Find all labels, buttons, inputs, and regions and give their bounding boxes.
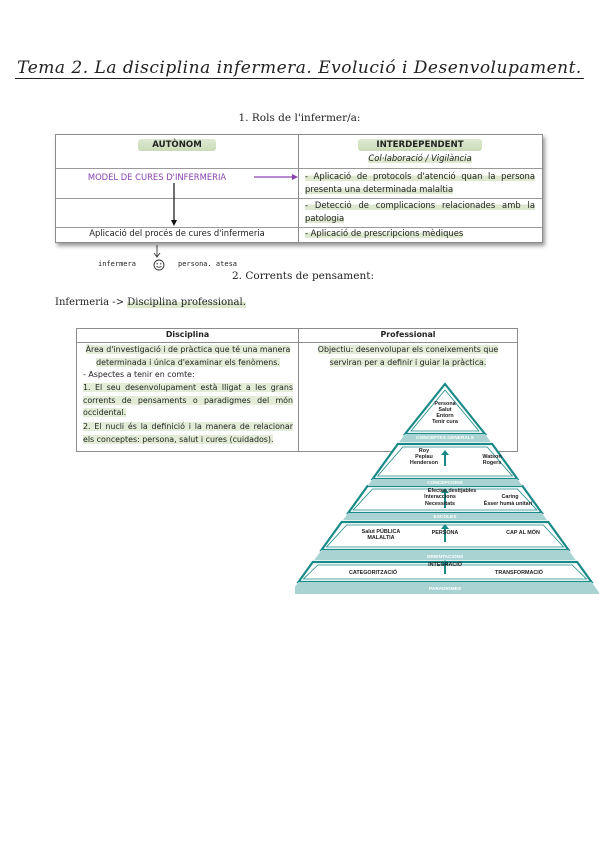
pyramid-arrowhead-3	[441, 560, 449, 565]
model-cures-label: MODEL DE CURES D'INFERMERIA	[87, 172, 227, 182]
level2-right-2: Rogers	[483, 460, 502, 466]
interdependent-item-3: - Aplicació de prescripcions mèdiques	[305, 228, 464, 238]
level3-left-3: Necessitats	[425, 501, 455, 507]
aspectes-label: - Aspectes a tenir en comte:	[83, 370, 195, 379]
disciplina-table: Disciplina Professional Àrea d'investiga…	[76, 328, 518, 452]
pyramid-tier-inner-top	[410, 389, 480, 432]
proces-cures-label: Aplicació del procés de cures d'infermer…	[89, 228, 265, 238]
point-1: 1. El seu desenvolupament està lligat a …	[83, 383, 293, 418]
purple-arrowhead	[292, 174, 298, 180]
label-paradigmes: PARADIGMES	[429, 586, 462, 592]
small-down-arrow-icon	[153, 245, 161, 258]
label-escoles: ESCOLES	[434, 514, 458, 520]
table-row: - Detecció de complicacions relacionades…	[56, 198, 542, 228]
level4-center: PERSONA	[432, 530, 459, 536]
autonom-header: AUTÒNOM	[138, 139, 216, 151]
interdependent-subheader: Col·laboració / Vigilància	[368, 153, 472, 163]
disciplina-definition: Àrea d'investigació i de pràctica que té…	[85, 345, 291, 367]
pyramid-labels: Persona Salut Entorn Tenir cura CONCEPTE…	[349, 401, 543, 592]
annotation-infermera: infermera	[98, 260, 136, 268]
pyramid-band-orientacions	[314, 550, 576, 560]
column-divider	[56, 135, 299, 242]
pyramid-band-paradigmes	[295, 582, 599, 594]
pyramid-band-escoles	[343, 513, 547, 520]
section-heading-roles: 1. Rols de l'infermer/a:	[238, 112, 361, 124]
document-title: Tema 2. La disciplina infermera. Evoluci…	[15, 58, 584, 79]
level3-right-1: Caring	[501, 494, 518, 500]
roles-table: AUTÒNOM INTERDEPENDENT Col·laboració / V…	[55, 134, 543, 243]
smiley-icon	[153, 259, 165, 271]
pyramid-tier-inner-paradigmes	[302, 564, 588, 580]
table-row: AUTÒNOM INTERDEPENDENT Col·laboració / V…	[56, 135, 542, 169]
infermeria-line: Infermeria -> Disciplina professional.	[55, 297, 246, 308]
disciplina-professional-highlight: Disciplina professional.	[127, 297, 246, 308]
level3-left-1: Efectes desitjables	[428, 488, 477, 494]
label-conceptes-generals: CONCEPTES GENERALS	[416, 435, 475, 441]
interdependent-header: INTERDEPENDENT	[358, 139, 482, 151]
pyramid-band-top	[399, 434, 491, 442]
pyramid-top-4: Tenir cura	[432, 419, 459, 425]
table-row: MODEL DE CURES D'INFERMERIA - Aplicació …	[56, 168, 542, 199]
pyramid-top-2: Salut	[438, 407, 451, 413]
pyramid-arrowhead-1	[441, 488, 449, 493]
level5-center: INTEGRACIÓ	[428, 560, 462, 568]
level2-left-1: Roy	[419, 448, 429, 454]
point-2: 2. El nucli és la definició i la manera …	[83, 422, 293, 444]
label-concepcions: CONCEPCIONS	[427, 480, 464, 486]
table-row: Aplicació del procés de cures d'infermer…	[56, 227, 542, 242]
pyramid-arrowhead-0	[441, 450, 449, 455]
annotation-persona: persona. atesa	[178, 260, 238, 268]
pyramid-top-3: Entorn	[436, 413, 453, 419]
label-orientacions: ORIENTACIONS	[427, 554, 464, 560]
pyramid-band-concepcions	[367, 479, 523, 486]
professional-definition: Objectiu: desenvolupar els coneixements …	[317, 345, 499, 367]
level4-right: CAP AL MÓN	[506, 528, 540, 536]
level3-left-2: Interaccions	[424, 494, 456, 500]
section-heading-corrents: 2. Corrents de pensament:	[232, 270, 374, 282]
level3-right-2: Ésser humà unitari	[484, 499, 533, 507]
pyramid-tier-inner-escoles	[352, 488, 538, 511]
level5-left: CATEGORITZACIÓ	[349, 568, 397, 576]
level5-right: TRANSFORMACIÓ	[495, 568, 543, 576]
pyramid-arrowhead-2	[441, 524, 449, 529]
disciplina-header: Disciplina	[165, 330, 210, 339]
down-arrowhead	[171, 220, 177, 226]
pyramid-shapes	[295, 382, 599, 594]
level2-left-3: Henderson	[410, 460, 438, 466]
professional-header: Professional	[380, 330, 436, 339]
level4-left-2: MALALTIA	[367, 535, 394, 541]
pyramid-tier-inner-concepcions	[376, 446, 514, 477]
level2-left-2: Peplau	[415, 454, 433, 460]
pyramid-top-1: Persona	[434, 401, 456, 407]
pyramid-tier-inner-orientacions	[325, 524, 565, 548]
table-arrows	[171, 174, 298, 226]
paradigms-pyramid: Persona Salut Entorn Tenir cura CONCEPTE…	[295, 382, 599, 594]
level2-right-1: Watson	[482, 454, 501, 460]
interdependent-item-2: - Detecció de complicacions relacionades…	[305, 200, 535, 223]
level4-left-1: Salut PÚBLICA	[362, 528, 401, 535]
interdependent-item-1: - Aplicació de protocols d'atenció quan …	[305, 171, 535, 194]
